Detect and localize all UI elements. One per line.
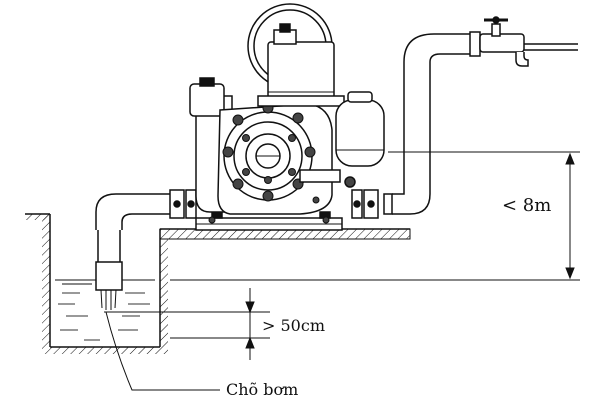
inlet-leader-line — [105, 311, 220, 391]
suction-inlet-label: Chõ bơm — [226, 380, 299, 399]
pump-bolts — [208, 92, 330, 224]
discharge-flange — [351, 189, 393, 219]
pressure-switch-box — [247, 3, 345, 107]
min-immersion-depth-label: > 50cm — [262, 316, 325, 335]
suction-pipe — [95, 193, 170, 310]
discharge-pipe — [392, 33, 578, 215]
max-suction-height-label: < 8m — [502, 195, 552, 216]
pump-base — [195, 211, 343, 231]
faucet-icon — [469, 16, 529, 67]
water-reservoir — [25, 213, 168, 354]
height-dimension — [170, 151, 580, 281]
suction-flange — [169, 189, 197, 219]
pressure-tank — [299, 91, 385, 188]
depth-dimension — [104, 288, 270, 360]
